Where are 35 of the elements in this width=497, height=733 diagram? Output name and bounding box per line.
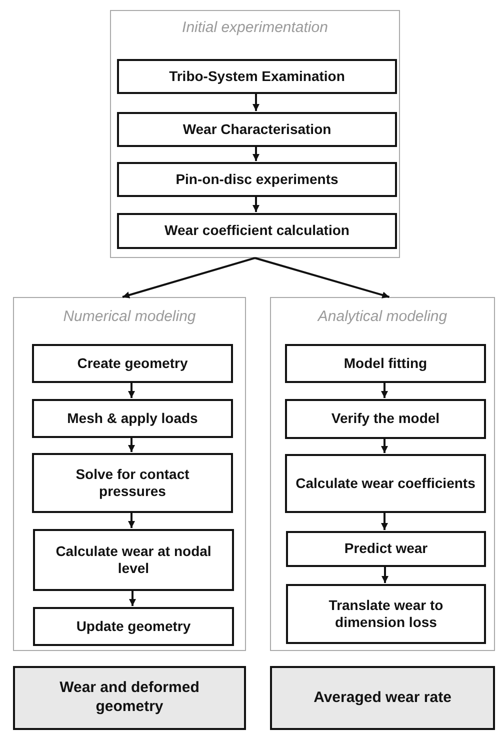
group-panel bbox=[13, 297, 246, 651]
process-box: Model fitting bbox=[285, 344, 486, 383]
process-box: Create geometry bbox=[32, 344, 233, 383]
arrow bbox=[128, 512, 135, 528]
process-box: Tribo-System Examination bbox=[117, 59, 397, 94]
arrow bbox=[381, 382, 388, 398]
arrow bbox=[128, 437, 135, 452]
process-box: Update geometry bbox=[33, 607, 234, 646]
process-box: Translate wear to dimension loss bbox=[286, 584, 486, 644]
process-box: Predict wear bbox=[286, 531, 486, 567]
result-box: Averaged wear rate bbox=[270, 666, 495, 730]
process-box: Calculate wear at nodal level bbox=[33, 529, 234, 591]
process-box: Calculate wear coefficients bbox=[285, 454, 486, 513]
process-box: Pin-on-disc experiments bbox=[117, 162, 397, 197]
process-box: Wear coefficient calculation bbox=[117, 213, 397, 249]
process-box: Wear Characterisation bbox=[117, 112, 397, 147]
arrow bbox=[254, 257, 390, 298]
group-title: Analytical modeling bbox=[316, 308, 448, 325]
group-title: Numerical modeling bbox=[62, 308, 197, 325]
arrow bbox=[382, 566, 388, 583]
arrow bbox=[129, 590, 136, 606]
arrow bbox=[252, 196, 260, 212]
arrow bbox=[128, 382, 135, 398]
arrow bbox=[381, 512, 388, 530]
arrow bbox=[252, 146, 260, 161]
result-box: Wear and deformed geometry bbox=[13, 666, 246, 730]
arrow bbox=[381, 438, 388, 453]
group-title: Initial experimentation bbox=[181, 19, 329, 36]
arrow bbox=[252, 93, 260, 111]
process-box: Solve for contact pressures bbox=[32, 453, 233, 513]
group-panel bbox=[270, 297, 495, 651]
arrow bbox=[122, 257, 256, 298]
group-panel bbox=[110, 10, 400, 258]
process-box: Verify the model bbox=[285, 399, 486, 439]
process-box: Mesh & apply loads bbox=[32, 399, 233, 438]
